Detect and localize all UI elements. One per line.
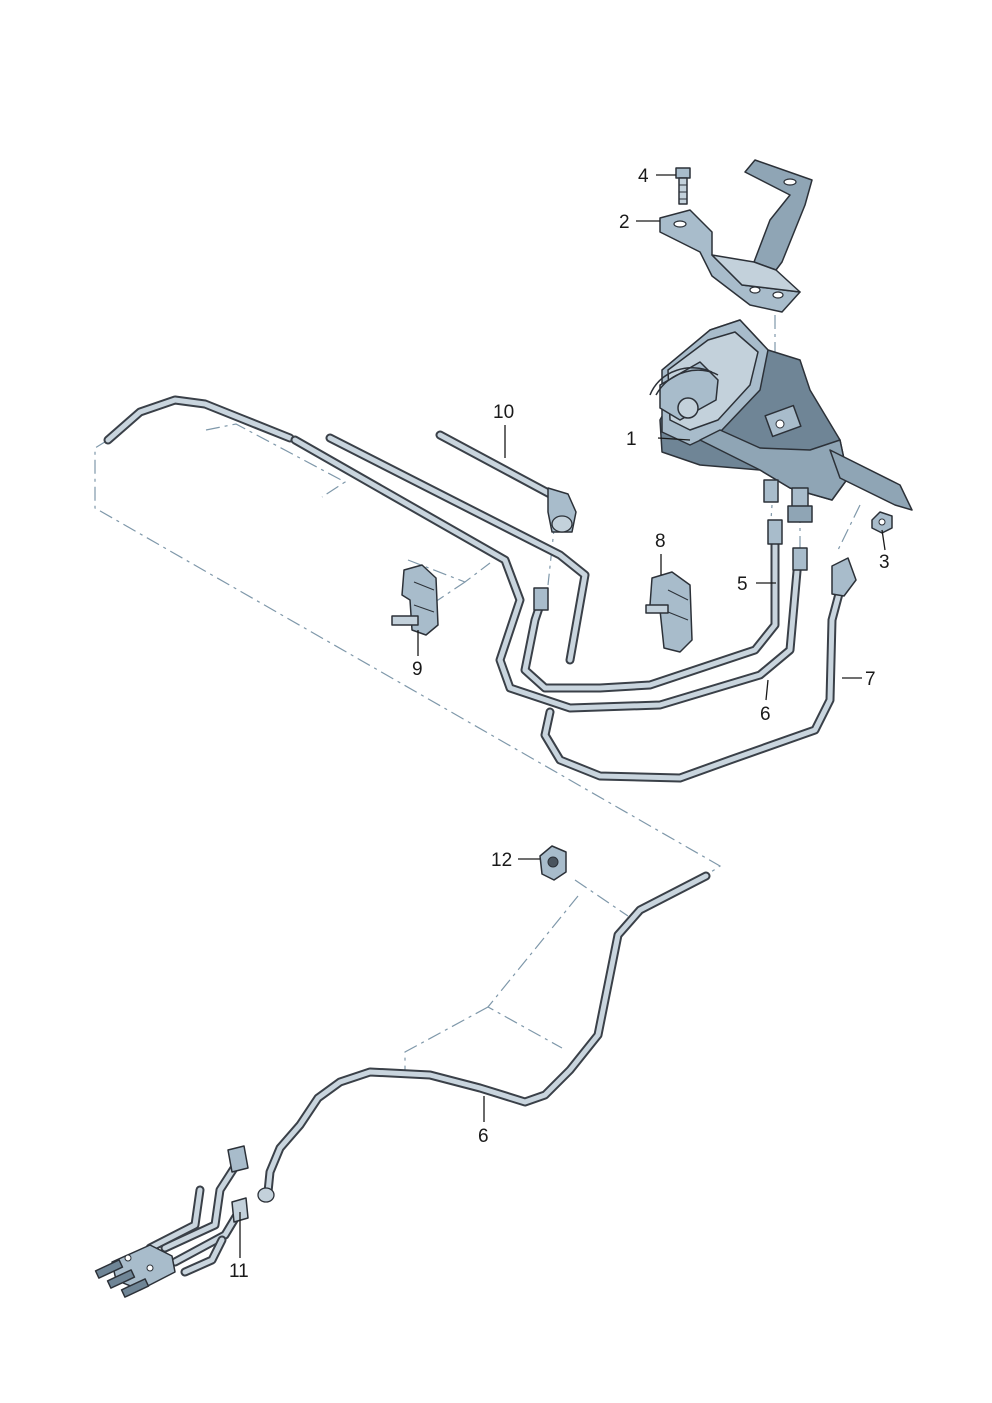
callout-11: 11 xyxy=(229,1261,249,1282)
callout-12: 12 xyxy=(491,850,512,871)
pipe-run-upper xyxy=(103,395,857,783)
callout-4: 4 xyxy=(638,166,649,187)
mounting-bracket xyxy=(659,159,813,313)
fluid-reservoir xyxy=(649,319,913,523)
pipe-run-lower xyxy=(257,871,711,1203)
callout-7: 7 xyxy=(865,669,876,690)
callout-labels: 1 2 3 4 5 6 6 7 8 9 10 11 12 xyxy=(229,166,890,1282)
pipe-clip-9 xyxy=(391,564,439,636)
callout-6-upper: 6 xyxy=(760,704,771,725)
callout-1: 1 xyxy=(626,429,637,450)
callout-leaders xyxy=(239,174,886,1258)
callout-2: 2 xyxy=(619,212,630,233)
pipe-clip-8 xyxy=(645,571,693,653)
callout-8: 8 xyxy=(655,531,666,552)
nut xyxy=(871,511,893,534)
callout-10: 10 xyxy=(493,402,514,423)
callout-5: 5 xyxy=(737,574,748,595)
callout-3: 3 xyxy=(879,552,890,573)
callout-6-lower: 6 xyxy=(478,1126,489,1147)
pipe-clip-12 xyxy=(539,845,567,881)
callout-9: 9 xyxy=(412,659,423,680)
bolt xyxy=(675,167,691,205)
connector-block xyxy=(94,1145,249,1298)
dash-dot-guide-lines xyxy=(94,315,861,1070)
